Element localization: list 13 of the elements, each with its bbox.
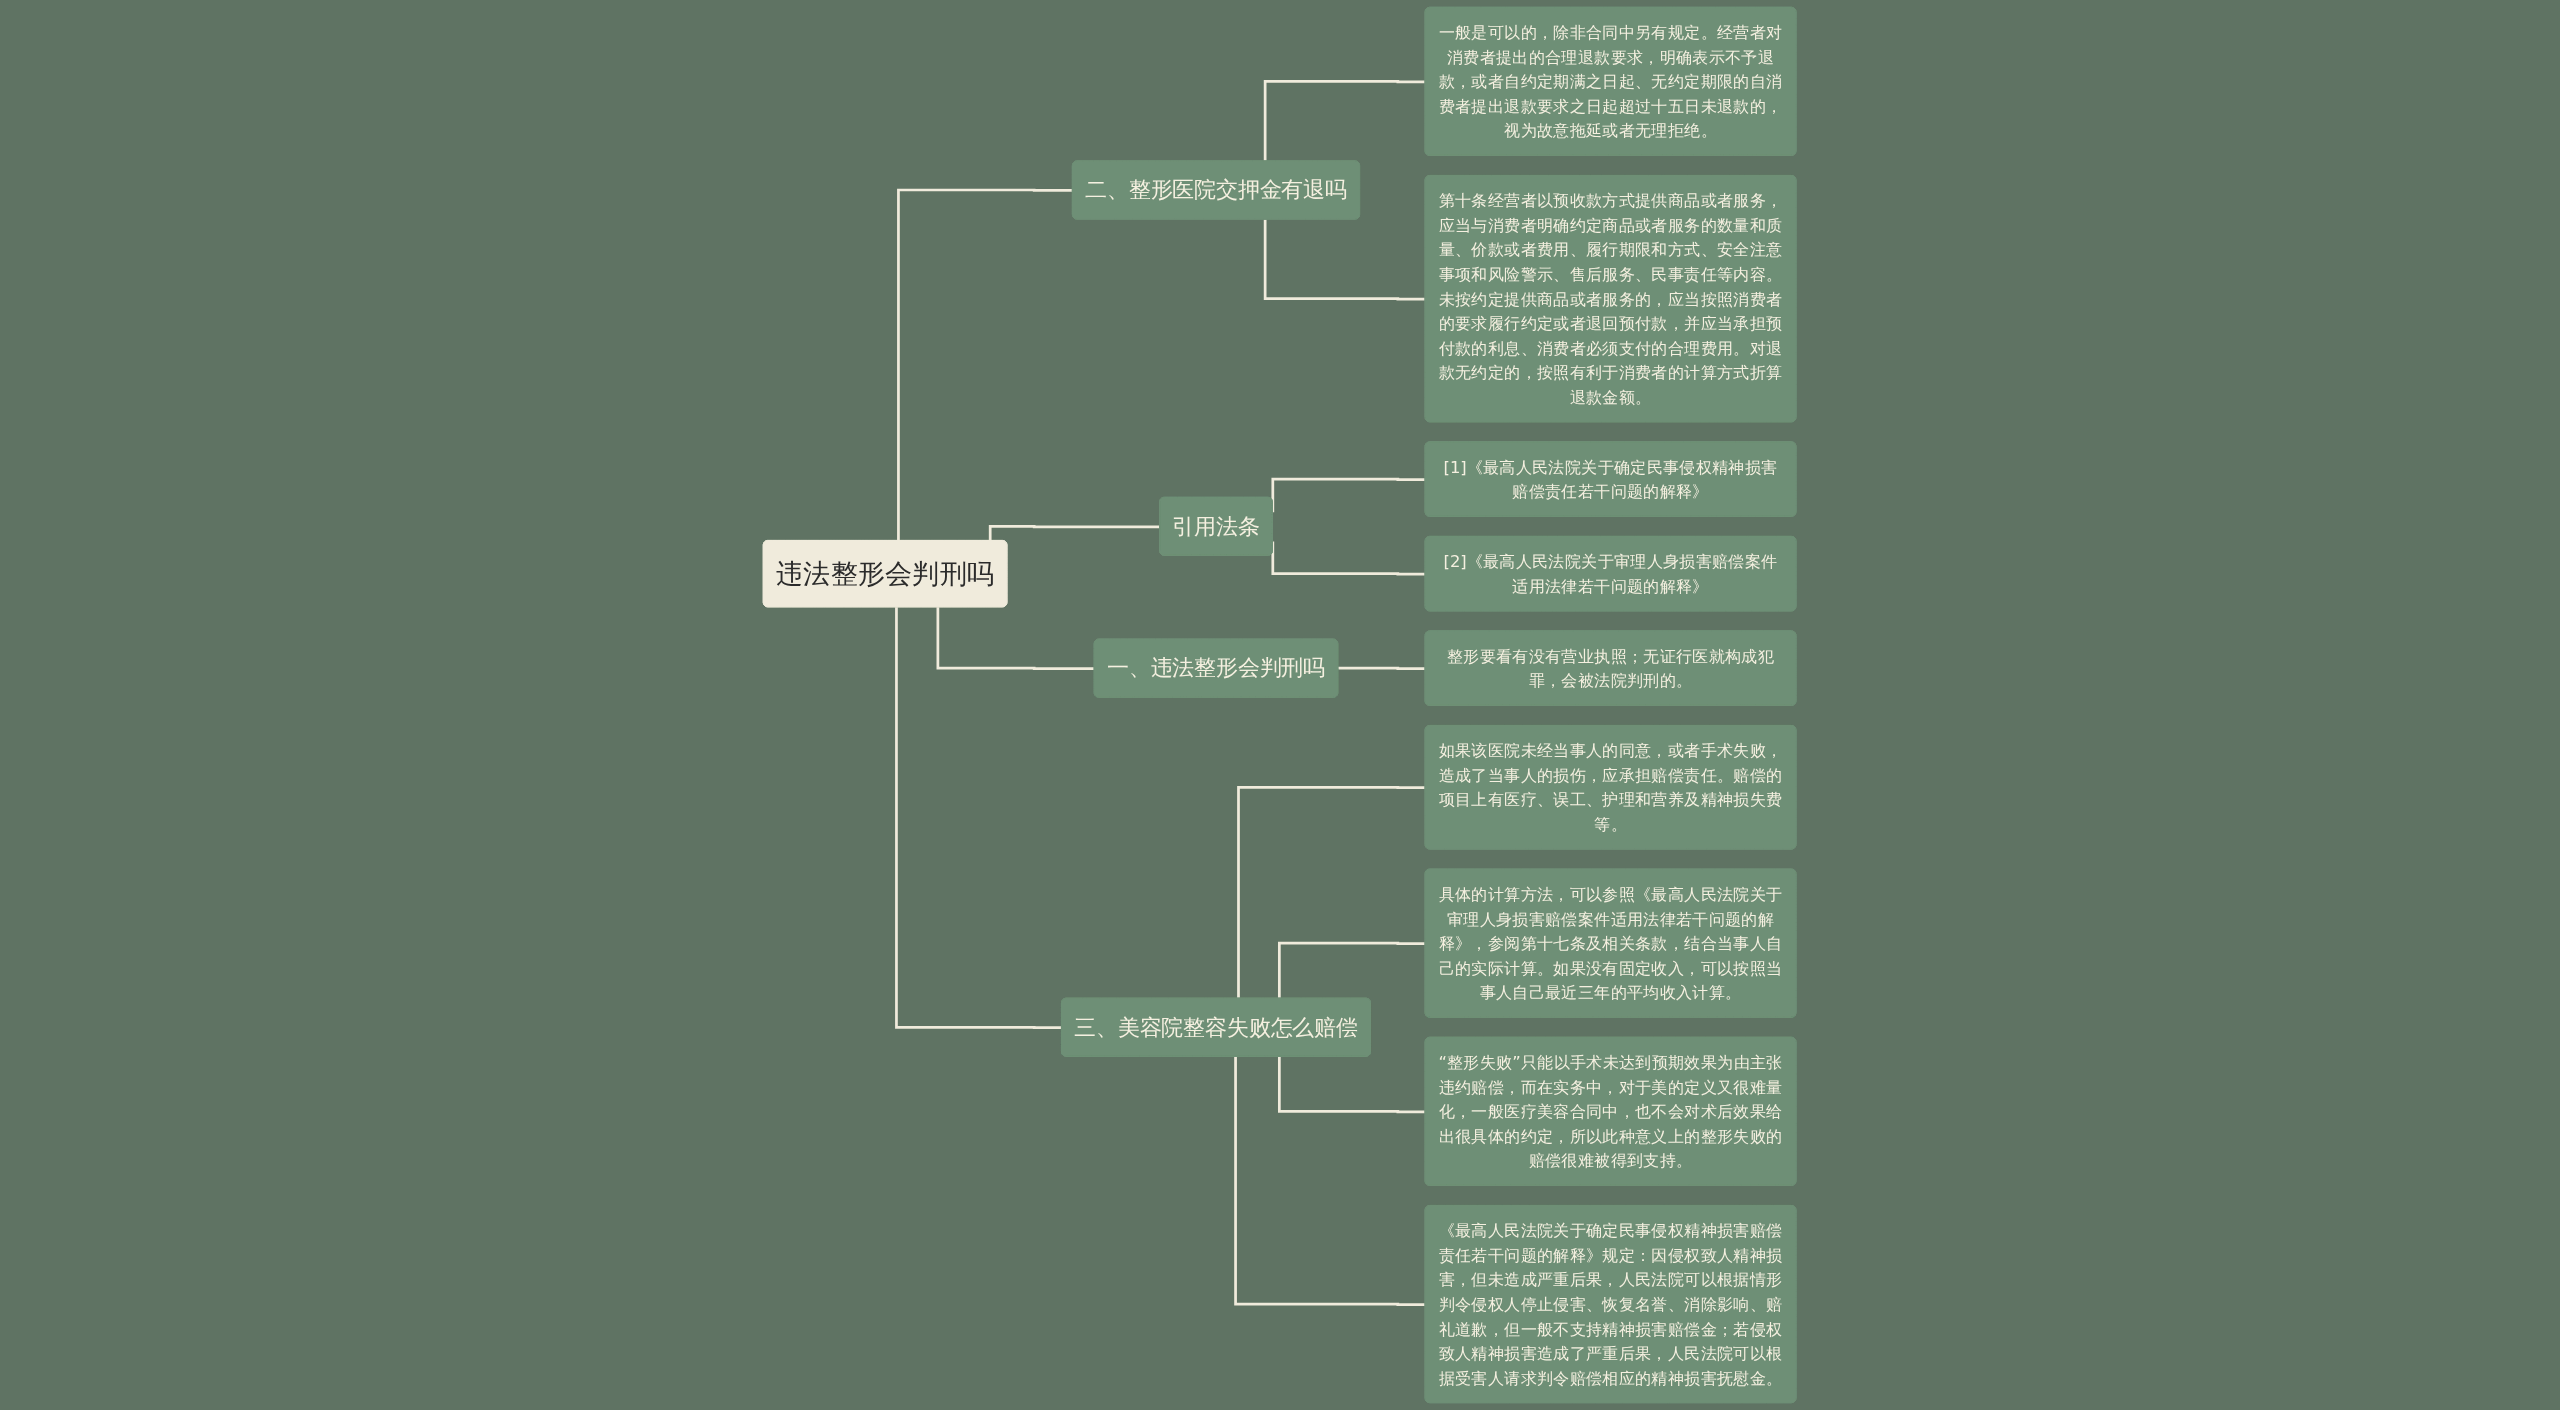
connector: [1271, 477, 1426, 513]
connector: [1271, 541, 1426, 576]
connector: [1237, 785, 1426, 999]
connector: [989, 525, 1161, 541]
connector: [897, 188, 1074, 541]
connector: [1234, 1056, 1426, 1306]
connector: [1278, 941, 1426, 999]
connector: [1278, 1056, 1426, 1114]
connector: [895, 607, 1063, 1030]
connector: [1337, 666, 1426, 670]
connector: [936, 607, 1095, 670]
connector: [1264, 219, 1426, 301]
connector: [1264, 80, 1426, 162]
